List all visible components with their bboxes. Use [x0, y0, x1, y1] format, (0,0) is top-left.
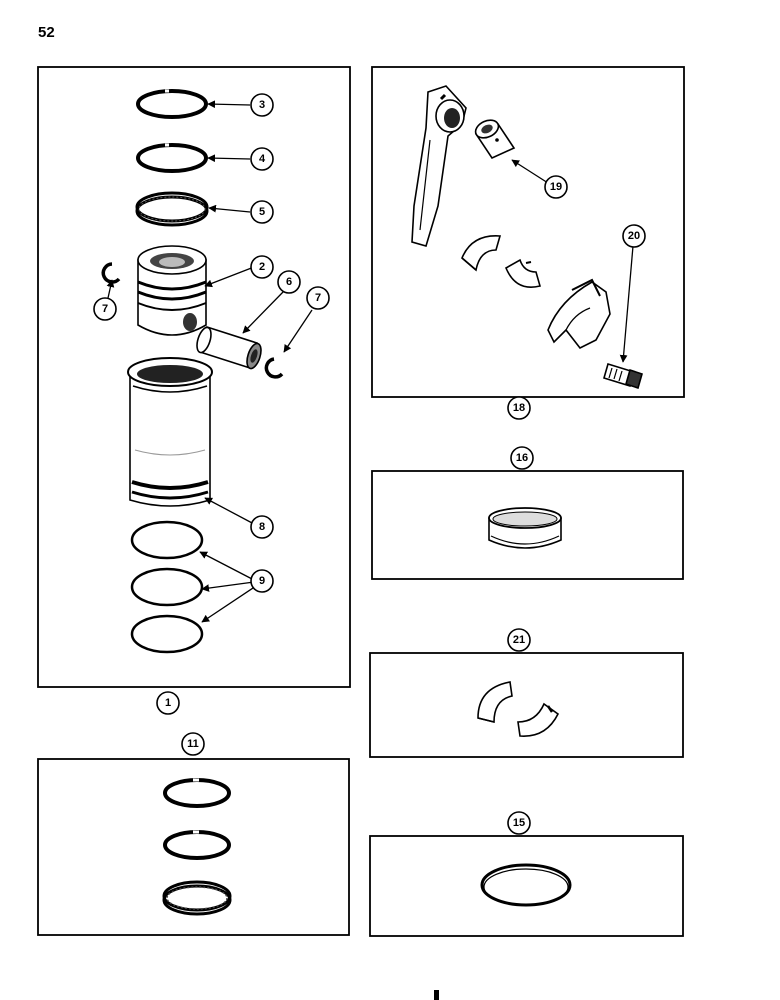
- liner-seal-ring-2: [130, 567, 204, 607]
- callout-18: 18: [507, 396, 531, 420]
- callout-1: 1: [156, 691, 180, 715]
- pin-retainer-right: [264, 357, 284, 379]
- piston: [137, 245, 207, 336]
- rod-cap-bolt: [603, 362, 643, 390]
- rod-bearing-lower: [504, 258, 541, 288]
- svg-text:5: 5: [259, 206, 265, 218]
- liner-seal-ring-3: [130, 614, 204, 654]
- svg-text:7: 7: [102, 303, 108, 315]
- callout-3: 3: [250, 93, 274, 117]
- svg-text:3: 3: [259, 99, 265, 111]
- ring-set-second-ring: [163, 830, 231, 860]
- piston-pin: [196, 325, 262, 370]
- svg-text:6: 6: [286, 276, 292, 288]
- callout-15: 15: [507, 811, 531, 835]
- panel-15-frame: [369, 835, 684, 937]
- piston-ring-second: [136, 143, 208, 173]
- svg-text:7: 7: [315, 292, 321, 304]
- piston-ring-top: [136, 89, 208, 119]
- callout-8: 8: [250, 515, 274, 539]
- bearing-shell-lower: [517, 702, 560, 737]
- svg-text:16: 16: [516, 452, 528, 464]
- panel-piston-liner-kit: 3 4 5 2 6 7 7 8 9: [37, 66, 351, 688]
- liner-seal-ring-1: [130, 520, 204, 560]
- panel-single-ring: [369, 835, 684, 937]
- svg-text:1: 1: [165, 697, 171, 709]
- svg-text:18: 18: [513, 402, 525, 414]
- svg-text:19: 19: [550, 181, 562, 193]
- svg-text:9: 9: [259, 575, 265, 587]
- svg-text:2: 2: [259, 261, 265, 273]
- panel-11-frame: [37, 758, 350, 936]
- callout-5: 5: [250, 200, 274, 224]
- panel-21-frame: [369, 652, 684, 758]
- callout-21: 21: [507, 628, 531, 652]
- callout-20: 20: [622, 224, 646, 248]
- callout-16: 16: [510, 446, 534, 470]
- callout-7-right: 7: [306, 286, 330, 310]
- callout-19: 19: [544, 175, 568, 199]
- piston-oil-ring: [135, 191, 209, 227]
- callout-4: 4: [250, 147, 274, 171]
- svg-text:8: 8: [259, 521, 265, 533]
- callout-11: 11: [181, 732, 205, 756]
- callout-9: 9: [250, 569, 274, 593]
- sleeve: [488, 507, 562, 549]
- panel-piston-ring-set: [37, 758, 350, 936]
- ring-set-oil-ring: [162, 880, 232, 916]
- connecting-rod: [411, 85, 467, 247]
- bearing-shell-upper: [477, 681, 513, 724]
- ring-set-top-ring: [163, 778, 231, 808]
- callout-7-left: 7: [93, 297, 117, 321]
- svg-text:15: 15: [513, 817, 525, 829]
- svg-text:4: 4: [259, 153, 266, 165]
- svg-text:20: 20: [628, 230, 640, 242]
- panel-sleeve: [371, 470, 684, 580]
- panel-18-frame: [371, 66, 685, 398]
- single-ring: [480, 863, 572, 907]
- piston-pin-bushing: [474, 119, 516, 160]
- rod-bearing-upper: [461, 235, 502, 272]
- pin-retainer-left: [101, 262, 121, 284]
- callout-2: 2: [250, 255, 274, 279]
- cylinder-liner: [127, 357, 213, 507]
- panel-bearing-shells: [369, 652, 684, 758]
- page-edge-mark: [434, 990, 439, 1000]
- svg-text:21: 21: [513, 634, 525, 646]
- panel-16-frame: [371, 470, 684, 580]
- panel-connecting-rod: 19 20: [371, 66, 685, 398]
- svg-text:11: 11: [187, 738, 199, 750]
- panel-1-frame: [37, 66, 351, 688]
- connecting-rod-cap: [547, 278, 611, 350]
- page-number: 52: [38, 24, 55, 41]
- callout-6: 6: [277, 270, 301, 294]
